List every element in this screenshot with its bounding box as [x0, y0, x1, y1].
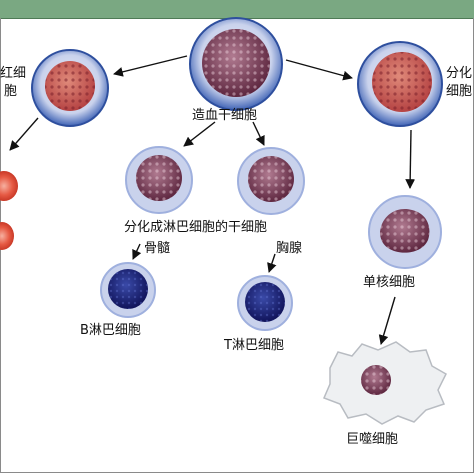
label-bone-marrow: 骨髓 [144, 241, 171, 256]
label-monocyte: 单核细胞 [363, 275, 416, 290]
arrow-myeloid-to-monocyte [405, 129, 416, 189]
label-b-cell: B淋巴细胞 [80, 323, 141, 338]
arrow-monocyte-to-macrophage [378, 296, 396, 345]
label-diff-right-line1: 分化 [446, 66, 473, 81]
monocyte-cell [368, 195, 442, 269]
arrow-stem-to-erythroid [113, 55, 188, 77]
arrow-stem-to-lymphoid-left [183, 121, 216, 147]
lymphoid-stem-cell-left [125, 146, 193, 214]
label-red-cell-line1: 红细 [0, 66, 27, 81]
arrow-erythroid-to-erythrocyte [9, 117, 39, 151]
label-diff-right-line2: 细胞 [446, 84, 473, 99]
arrow-stem-to-myeloid [285, 59, 353, 81]
hematopoietic-stem-cell [189, 17, 283, 111]
myeloid-precursor-cell [357, 41, 443, 127]
label-t-cell: T淋巴细胞 [224, 338, 284, 353]
erythrocyte-bottom [0, 222, 14, 250]
arrow-lymphoid-to-b-cell [132, 243, 142, 260]
label-macrophage: 巨噬细胞 [346, 432, 399, 447]
label-thymus: 胸腺 [276, 241, 303, 256]
label-lymphoid-stem: 分化成淋巴细胞的干细胞 [124, 220, 268, 235]
erythroid-precursor-cell [31, 49, 109, 127]
arrow-lymphoid-to-t-cell [267, 253, 277, 273]
label-stem-cell: 造血干细胞 [192, 108, 258, 123]
erythrocyte-top [0, 171, 18, 201]
macrophage-cell [323, 341, 447, 425]
b-lymphocyte-cell [100, 262, 156, 318]
arrow-stem-to-lymphoid-right [252, 121, 265, 146]
label-red-cell-line2: 胞 [4, 84, 18, 99]
lymphoid-stem-cell-right [237, 147, 305, 215]
t-lymphocyte-cell [237, 275, 293, 331]
